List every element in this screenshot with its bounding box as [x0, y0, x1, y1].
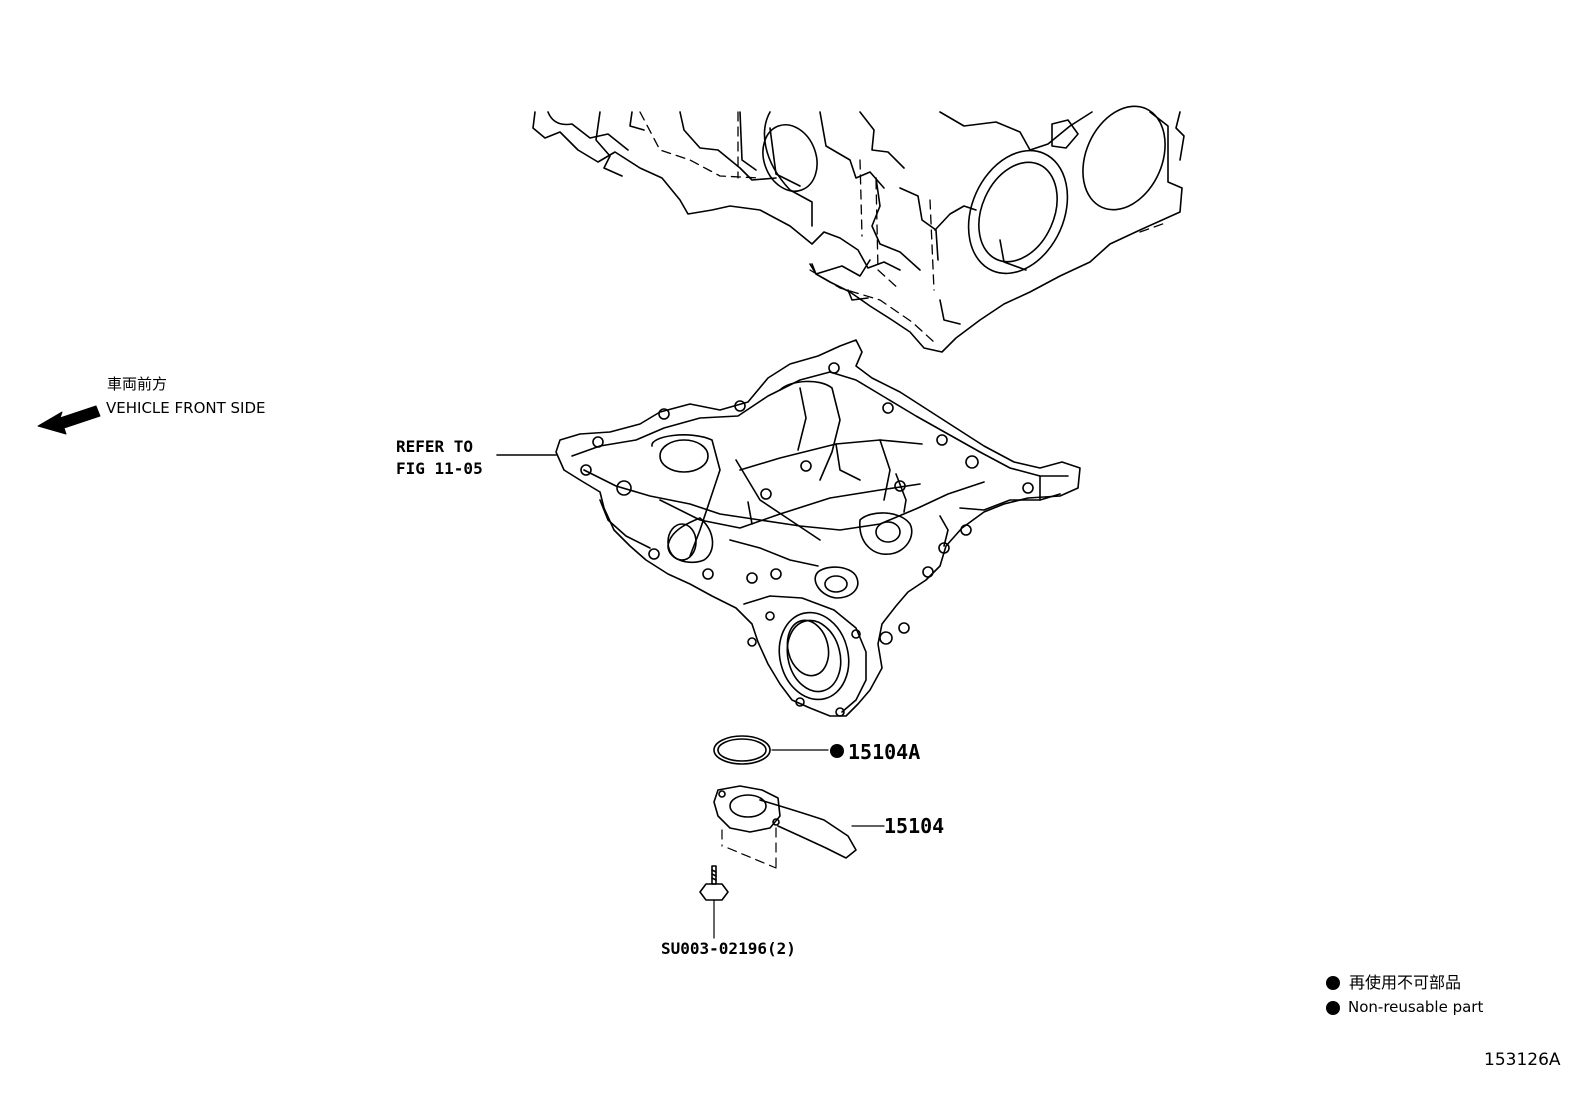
- oil-pan-drawing: [555, 339, 1081, 717]
- callout-strainer[interactable]: 15104: [884, 814, 945, 838]
- refer-label-line2: FIG 11-05: [396, 459, 483, 478]
- strainer-drawing: [713, 785, 885, 869]
- vehicle-front-label-en: VEHICLE FRONT SIDE: [106, 399, 266, 417]
- callout-gasket[interactable]: 15104A: [848, 740, 921, 764]
- refer-label-line1: REFER TO: [396, 437, 474, 456]
- legend-dot-icon-en: [1326, 1001, 1340, 1015]
- bolt-drawing: [699, 865, 729, 939]
- legend-label-jp: 再使用不可部品: [1349, 973, 1462, 992]
- legend-label-en: Non-reusable part: [1348, 998, 1484, 1016]
- vehicle-front-arrow-icon: [37, 405, 101, 435]
- gasket-drawing: [713, 735, 829, 765]
- engine-block-drawing: [532, 105, 1185, 353]
- callout-bolt[interactable]: SU003-02196(2): [661, 939, 796, 958]
- vehicle-front-label-jp: 車両前方: [107, 375, 168, 393]
- non-reusable-dot-icon: [830, 744, 844, 758]
- figure-number: 153126A: [1484, 1050, 1561, 1070]
- legend-dot-icon-jp: [1326, 976, 1340, 990]
